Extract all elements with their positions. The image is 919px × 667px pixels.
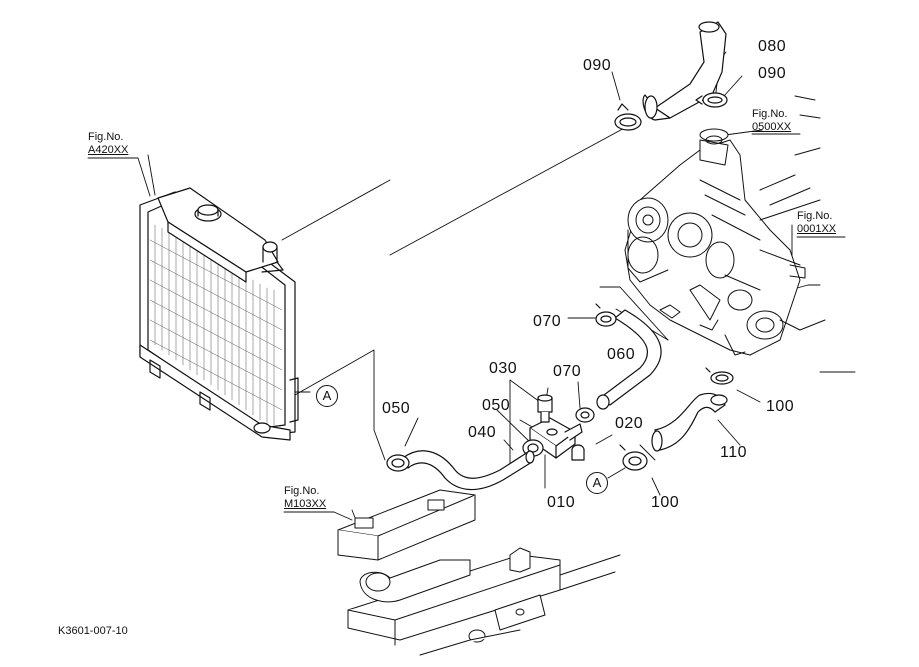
hose-clamp-070-lower: [575, 407, 595, 423]
label-part-100-upper: 100: [766, 398, 795, 415]
hose-clamp-090-right: [695, 92, 728, 108]
fig-ref-prefix: Fig.No.: [752, 108, 788, 120]
bypass-hose-060: [596, 309, 662, 410]
fig-ref-prefix: Fig.No.: [797, 210, 833, 222]
label-part-020: 020: [615, 415, 644, 432]
hose-clamp-050-left: [386, 454, 410, 472]
reference-marker-a-left: A: [316, 385, 338, 407]
hose-clamp-100-upper: [705, 367, 734, 385]
label-part-050-mid: 050: [482, 397, 511, 414]
label-part-060: 060: [607, 346, 636, 363]
fig-ref-m103: Fig.No. M103XX: [284, 485, 326, 511]
hose-clamp-100-lower: [619, 444, 648, 471]
chassis-frame: [337, 489, 621, 656]
label-part-030: 030: [489, 360, 518, 377]
diagram-code: K3601-007-10: [58, 625, 128, 637]
fig-ref-a420: Fig.No. A420XX: [88, 131, 128, 157]
fig-ref-prefix: Fig.No.: [88, 131, 124, 143]
engine-assembly: [624, 95, 826, 356]
label-part-090-right: 090: [758, 65, 787, 82]
label-part-010: 010: [547, 494, 576, 511]
label-part-100-lower: 100: [651, 494, 680, 511]
label-part-070-upper: 070: [533, 313, 562, 330]
hose-040: [402, 450, 535, 491]
label-part-090-top: 090: [583, 57, 612, 74]
label-part-040: 040: [468, 424, 497, 441]
label-part-080: 080: [758, 38, 787, 55]
joint-010: [529, 417, 583, 459]
fig-ref-number: M103XX: [284, 498, 327, 510]
fig-ref-number: 0500XX: [752, 121, 792, 133]
label-part-070-lower: 070: [553, 363, 582, 380]
fig-ref-0500: Fig.No. 0500XX: [752, 108, 791, 134]
fig-ref-leaders: [87, 133, 846, 521]
label-part-050-left: 050: [382, 400, 411, 417]
radiator-assembly: [139, 187, 299, 441]
lower-hose-110: [651, 392, 728, 452]
hose-clamp-090-top: [614, 103, 642, 131]
fig-ref-0001: Fig.No. 0001XX: [797, 210, 836, 236]
fig-ref-prefix: Fig.No.: [284, 485, 320, 497]
label-part-110: 110: [720, 444, 748, 461]
plug-030: [537, 394, 553, 423]
reference-marker-a-bottom: A: [586, 472, 608, 494]
plug-020: [571, 444, 585, 461]
hose-clamp-070-upper: [595, 303, 617, 327]
fig-ref-number: 0001XX: [797, 223, 837, 235]
fig-ref-number: A420XX: [88, 144, 129, 156]
